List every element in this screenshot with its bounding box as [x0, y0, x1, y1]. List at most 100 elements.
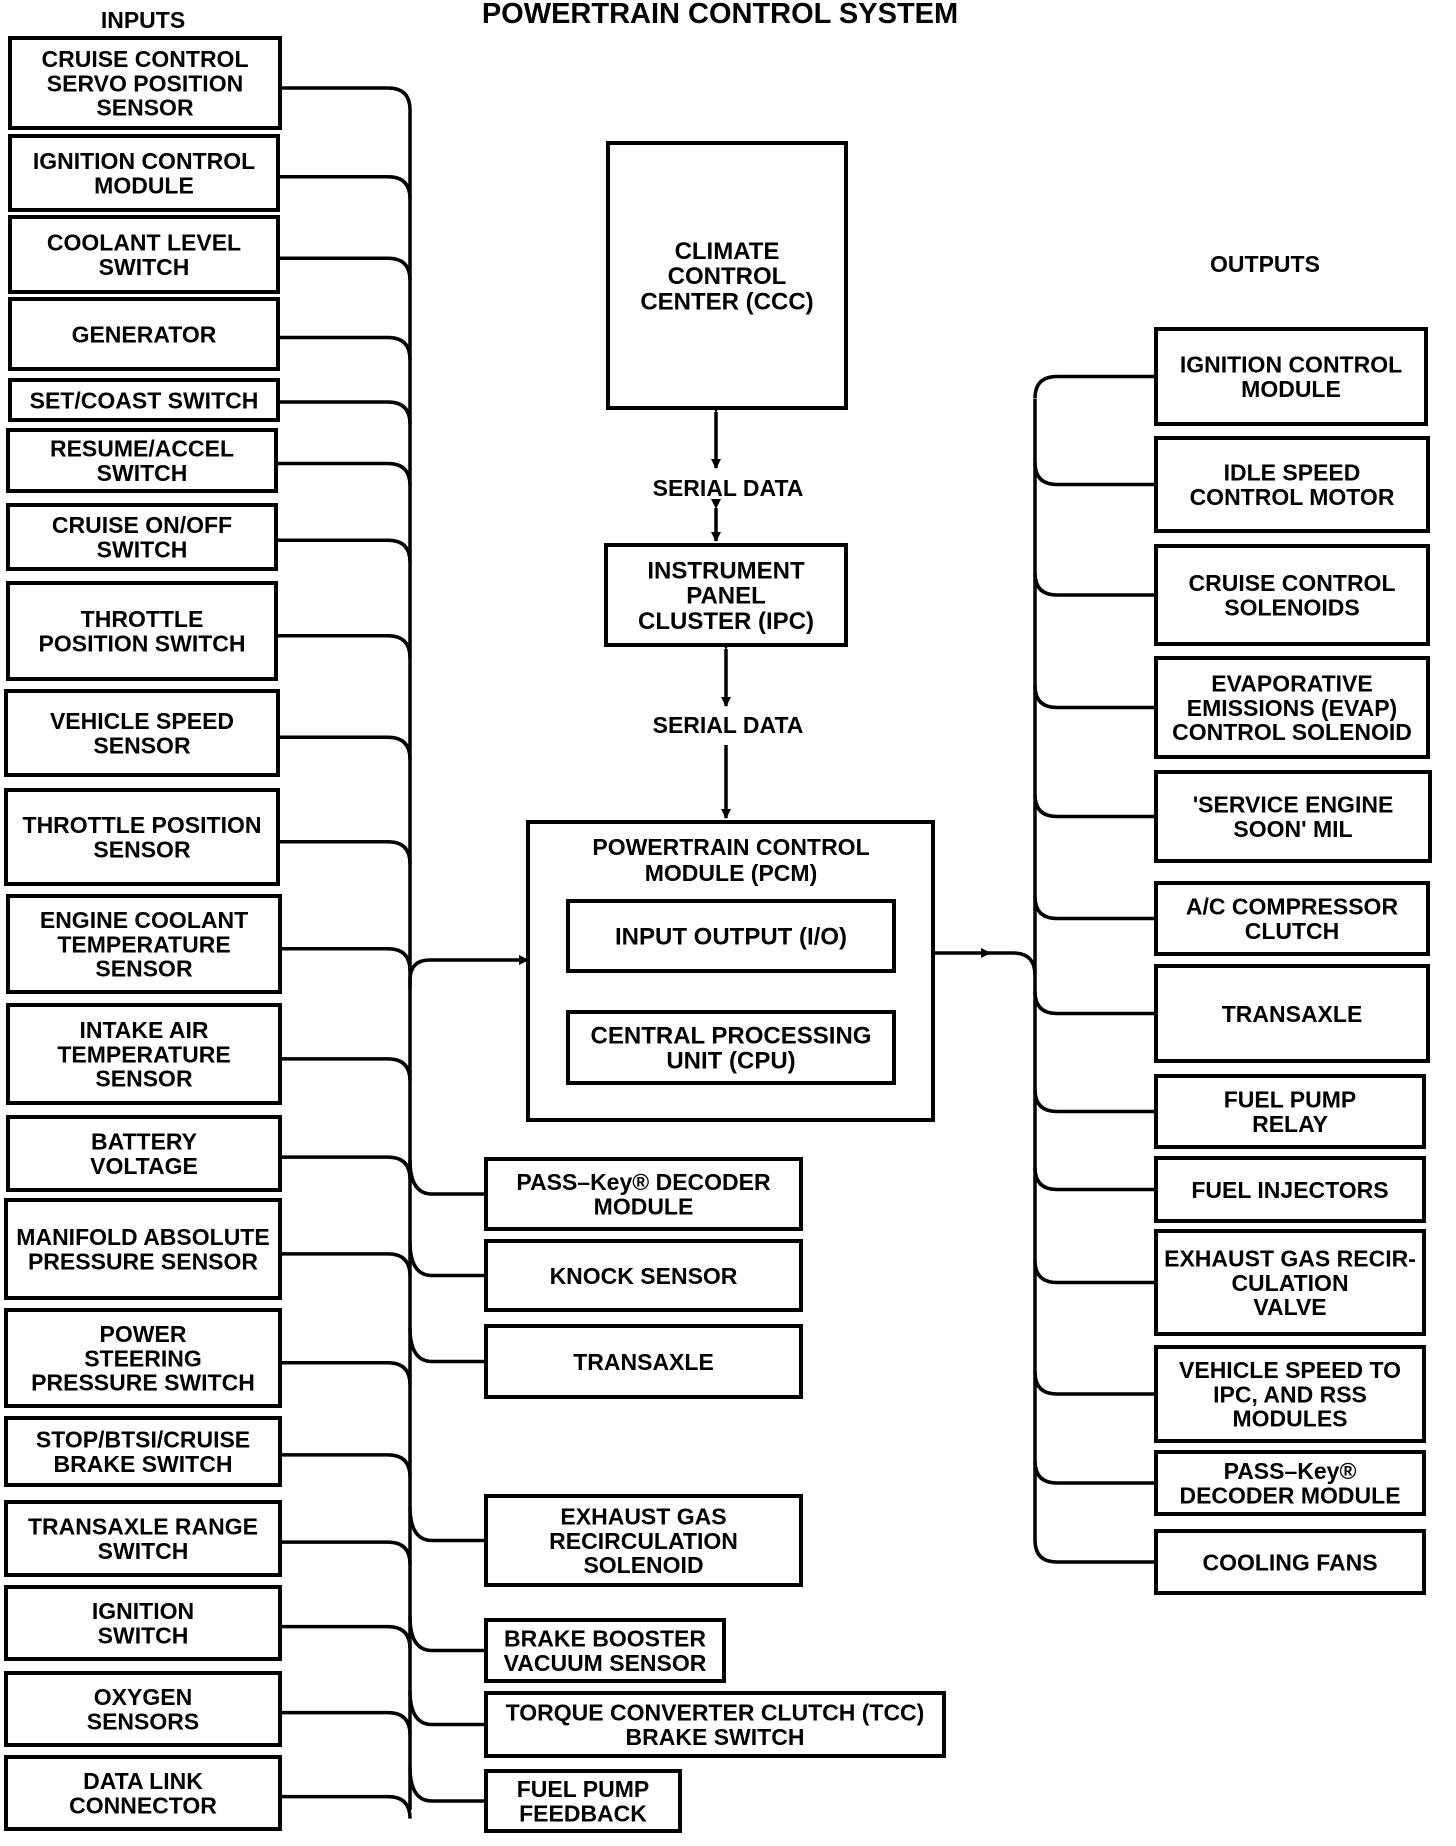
- extra-input-torque-converter-clutch-tcc-brake-switch-label-line: BRAKE SWITCH: [626, 1724, 805, 1750]
- input-data-link-connector-label-line: DATA LINK: [83, 1768, 203, 1794]
- input-vehicle-speed-sensor-frame: [4, 689, 280, 777]
- central-processing-unit-label-line: UNIT (CPU): [666, 1048, 795, 1075]
- input-throttle-position-sensor-label-line: THROTTLE POSITION: [23, 812, 262, 838]
- output-fuel-pump-relay-label-line: FUEL PUMP: [1224, 1087, 1356, 1113]
- output-exhaust-gas-recir-culation-valve-label-line: EXHAUST GAS RECIR-: [1164, 1246, 1416, 1272]
- input-manifold-absolute-pressure-sensor-label-line: MANIFOLD ABSOLUTE: [16, 1224, 269, 1250]
- extra-input-wire: [408, 1690, 486, 1727]
- extra-input-wire: [408, 1506, 486, 1543]
- extra-input-exhaust-gas-recirculation-solenoid-label-line: EXHAUST GAS: [560, 1504, 726, 1530]
- output-evaporative-emissions-evap-control-solenoid-label-line: CONTROL SOLENOID: [1172, 719, 1412, 745]
- output-fuel-pump-relay-frame: [1154, 1074, 1426, 1149]
- output-idle-speed-control-motor-label-line: IDLE SPEED: [1224, 460, 1361, 486]
- input-throttle-position-sensor-frame: [4, 788, 280, 886]
- output-cooling-fans-frame: [1154, 1529, 1426, 1595]
- central-processing-unit-frame: [566, 1010, 896, 1085]
- output-pass-key-decoder-module-label-line: DECODER MODULE: [1179, 1482, 1400, 1508]
- input-cruise-control-servo-position-sensor-label-line: SENSOR: [96, 94, 194, 120]
- input-engine-coolant-temperature-sensor-label-line: ENGINE COOLANT: [40, 907, 248, 933]
- input-wire: [280, 1624, 412, 1649]
- input-vehicle-speed-sensor-label-line: VEHICLE SPEED: [50, 708, 234, 734]
- input-battery-voltage-label-line: VOLTAGE: [90, 1153, 198, 1179]
- extra-input-torque-converter-clutch-tcc-brake-switch-frame: [484, 1691, 946, 1758]
- output-wire: [1033, 462, 1156, 487]
- input-transaxle-range-switch-frame: [4, 1500, 282, 1577]
- output-wire: [1033, 991, 1156, 1016]
- output-vehicle-speed-to-ipc-and-rss-modules-label-line: VEHICLE SPEED TO: [1179, 1357, 1401, 1383]
- diagram-title: POWERTRAIN CONTROL SYSTEM: [482, 0, 958, 30]
- input-ignition-control-module-label-line: IGNITION CONTROL: [33, 148, 255, 174]
- extra-input-transaxle-label-line: TRANSAXLE: [573, 1349, 714, 1375]
- output-vehicle-speed-to-ipc-and-rss-modules-label-line: MODULES: [1233, 1405, 1348, 1431]
- output-cooling-fans: COOLING FANS: [1154, 1529, 1426, 1595]
- instrument-panel-cluster-frame: [604, 543, 848, 647]
- input-throttle-position-switch-label-line: THROTTLE: [81, 606, 204, 632]
- input-wire: [280, 1361, 412, 1385]
- input-cruise-control-servo-position-sensor-label-line: SERVO POSITION: [47, 70, 243, 96]
- extra-input-wire: [408, 1327, 486, 1364]
- output-vehicle-speed-to-ipc-and-rss-modules-frame: [1154, 1345, 1426, 1443]
- input-stop-btsi-cruise-brake-switch-label-line: STOP/BTSI/CRUISE: [36, 1427, 250, 1453]
- serial-data-label-upper: SERIAL DATA: [653, 475, 804, 501]
- input-bus-wires: [276, 86, 529, 1819]
- output-fuel-injectors: FUEL INJECTORS: [1154, 1156, 1426, 1223]
- extra-input-brake-booster-vacuum-sensor-frame: [484, 1618, 726, 1683]
- input-wire: [276, 634, 412, 658]
- input-stop-btsi-cruise-brake-switch-label-line: BRAKE SWITCH: [54, 1451, 233, 1477]
- input-output-unit-label-line: INPUT OUTPUT (I/O): [615, 924, 847, 951]
- input-wire: [278, 335, 412, 360]
- input-ignition-switch-label-line: SWITCH: [98, 1622, 189, 1648]
- extra-input-fuel-pump-feedback-frame: [484, 1769, 682, 1833]
- input-engine-coolant-temperature-sensor-label-line: SENSOR: [95, 955, 193, 981]
- output-idle-speed-control-motor-label-line: CONTROL MOTOR: [1190, 484, 1395, 510]
- extra-input-pass-key-decoder-module-frame: [484, 1157, 803, 1231]
- input-coolant-level-switch-frame: [8, 215, 280, 294]
- input-battery-voltage-label-line: BATTERY: [91, 1129, 197, 1155]
- input-oxygen-sensors-label-line: SENSORS: [87, 1708, 199, 1734]
- output-ignition-control-module-label-line: MODULE: [1241, 376, 1341, 402]
- input-power-steering-pressure-switch-label-line: PRESSURE SWITCH: [31, 1369, 255, 1395]
- input-manifold-absolute-pressure-sensor-frame: [4, 1198, 282, 1300]
- input-wire: [276, 461, 412, 486]
- instrument-panel-cluster-label-line: INSTRUMENT: [647, 557, 805, 584]
- extra-input-exhaust-gas-recirculation-solenoid-frame: [484, 1494, 803, 1587]
- input-generator: GENERATOR: [8, 297, 280, 371]
- input-wire: [280, 947, 412, 971]
- output-ignition-control-module-label-line: IGNITION CONTROL: [1180, 352, 1402, 378]
- extra-input-wire: [408, 1241, 486, 1278]
- input-engine-coolant-temperature-sensor-frame: [6, 894, 282, 994]
- extra-input-wire: [408, 1616, 486, 1653]
- input-ignition-control-module-label-line: MODULE: [94, 172, 194, 198]
- input-wire: [280, 86, 412, 111]
- input-wire: [280, 1540, 412, 1565]
- input-wire: [280, 1057, 412, 1081]
- outputs-heading: OUTPUTS: [1210, 251, 1320, 277]
- input-ignition-switch-frame: [4, 1585, 282, 1661]
- input-power-steering-pressure-switch-label-line: STEERING: [84, 1345, 202, 1371]
- output-a-c-compressor-clutch-label-line: A/C COMPRESSOR: [1186, 894, 1399, 920]
- output-pass-key-decoder-module: PASS–Key®DECODER MODULE: [1154, 1450, 1426, 1516]
- output-ignition-control-module-frame: [1154, 327, 1428, 426]
- extra-input-wire: [408, 1159, 486, 1196]
- instrument-panel-cluster-label-line: CLUSTER (IPC): [638, 608, 814, 635]
- input-wire: [278, 735, 412, 760]
- output-transaxle-frame: [1154, 964, 1430, 1063]
